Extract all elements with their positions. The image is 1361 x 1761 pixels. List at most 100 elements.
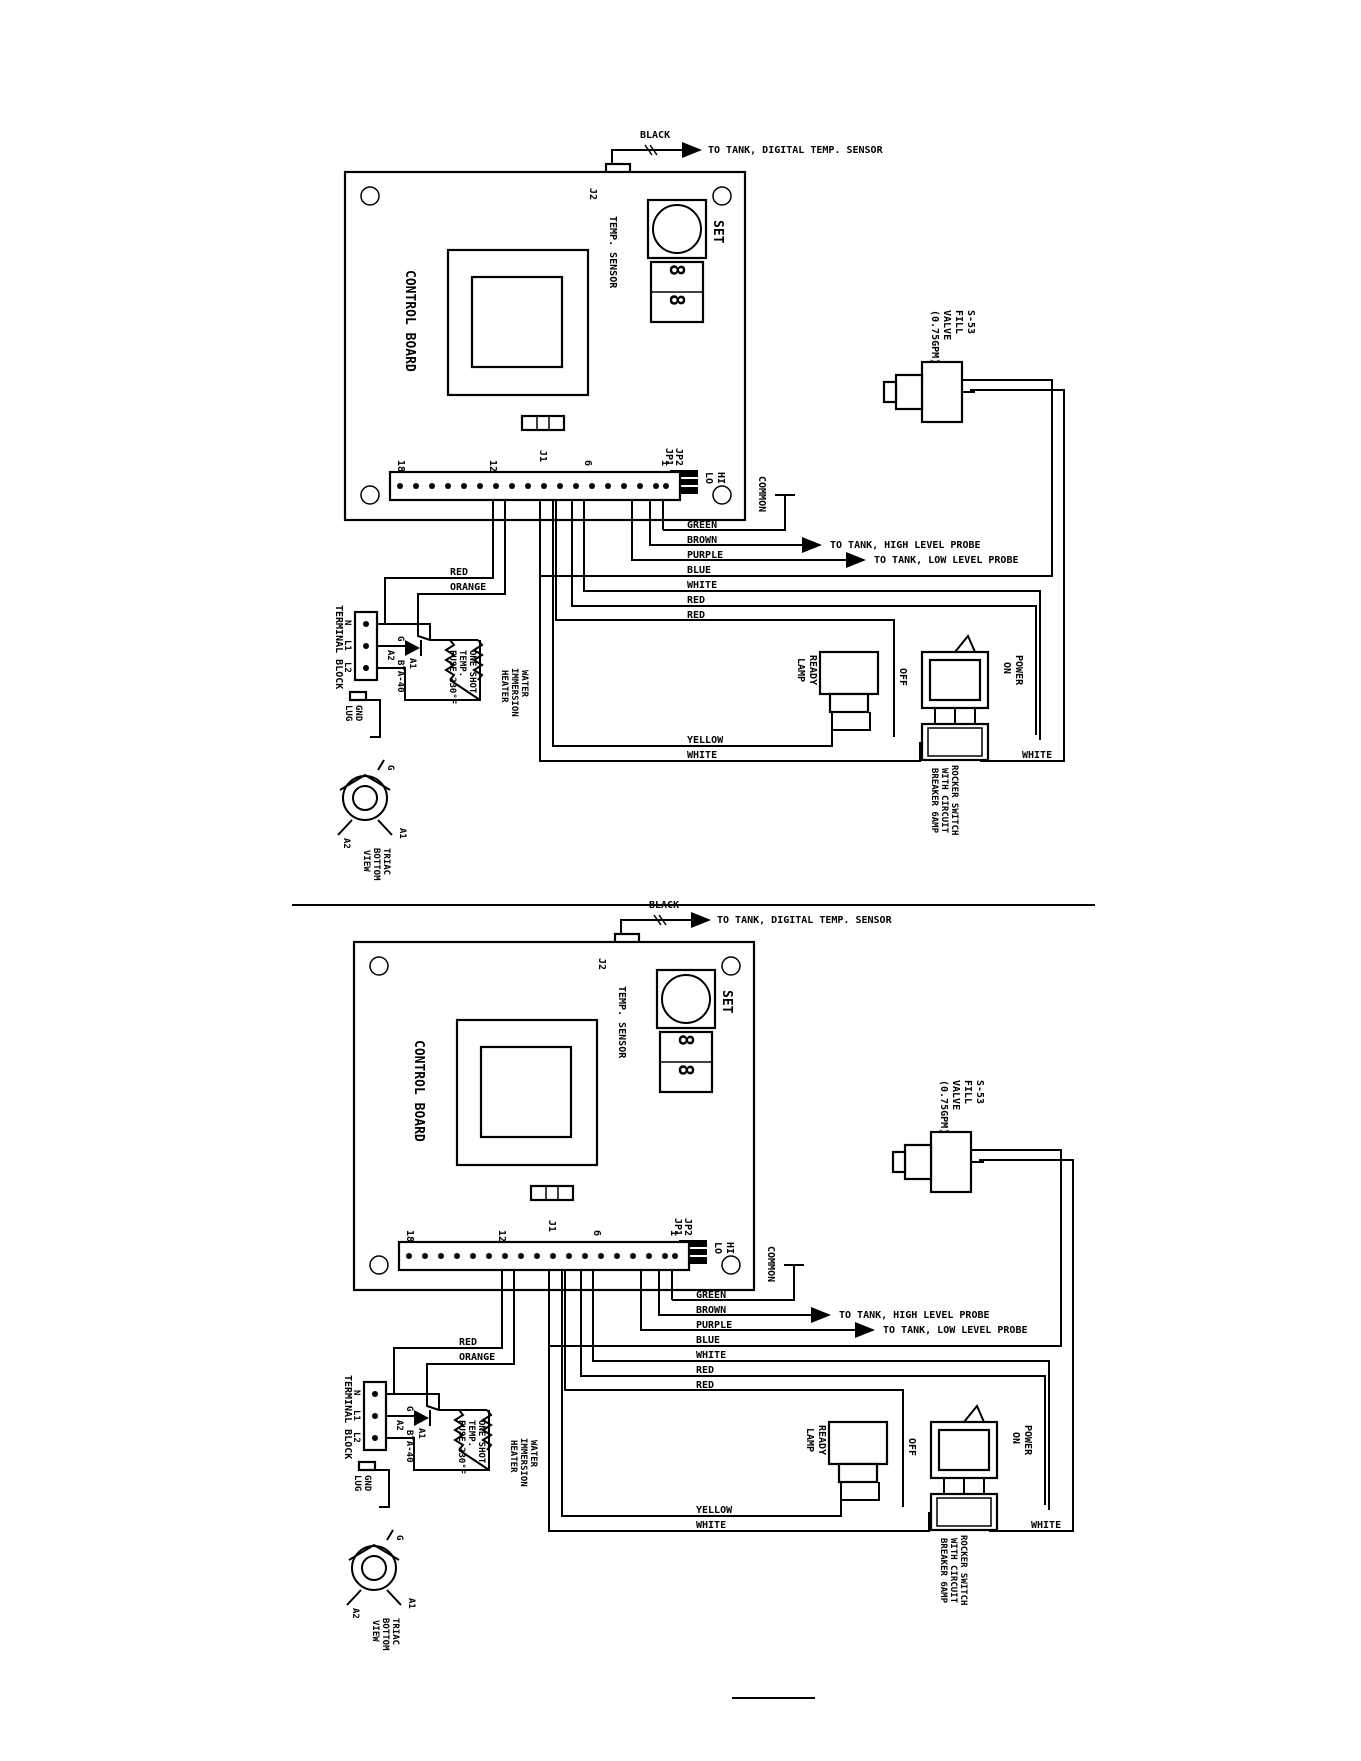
fuse-line1: ONE SHOT: [467, 650, 477, 694]
lo-label-2: LO: [712, 1242, 723, 1254]
digital-sensor-label: TO TANK, DIGITAL TEMP. SENSOR: [708, 145, 884, 156]
jp1-label-2: JP1: [672, 1218, 683, 1236]
fuse-line2-2: TEMP.: [466, 1420, 476, 1447]
heater-line2-2: IMMERSION: [518, 1438, 528, 1487]
pin-6-label-2: 6: [591, 1230, 602, 1236]
fill-valve-line2: FILL: [953, 310, 964, 334]
fuse-line1-2: ONE SHOT: [476, 1420, 486, 1464]
wire-orange-2: ORANGE: [459, 1352, 495, 1363]
triac-view-a1: A1: [397, 828, 407, 839]
j1-label-2: J1: [546, 1220, 557, 1232]
temp-sensor-label-2: TEMP. SENSOR: [616, 986, 627, 1059]
wire-green-2: GREEN: [696, 1290, 726, 1301]
fuse-line2: TEMP.: [457, 650, 467, 677]
terminal-l1-2: L1: [351, 1410, 361, 1421]
set-label-2: SET: [719, 990, 734, 1014]
triac-view-g-2: G: [394, 1535, 404, 1540]
fill-valve-line2-2: FILL: [962, 1080, 973, 1104]
triac-view-line2: BOTTOM: [371, 848, 381, 881]
wire-brown-2: BROWN: [696, 1305, 726, 1316]
wire-blue: BLUE: [687, 565, 711, 576]
set-label: SET: [710, 220, 725, 244]
j2-label-2: J2: [596, 958, 607, 970]
switch-on: ON: [1001, 662, 1012, 674]
triac-view-line1: TRIAC: [381, 848, 391, 875]
switch-off: OFF: [897, 668, 908, 686]
wire-yellow: YELLOW: [687, 735, 724, 746]
wire-brown: BROWN: [687, 535, 717, 546]
jp2-label-2: JP2: [682, 1218, 693, 1236]
bottom-diagram: BLACK TO TANK, DIGITAL TEMP. SENSOR J2 T…: [342, 900, 1073, 1651]
triac-a1-2: A1: [416, 1428, 426, 1439]
heater-line1: WATER: [519, 670, 529, 698]
switch-power: POWER: [1013, 655, 1024, 686]
switch-line3-2: BREAKER 6AMP: [938, 1538, 948, 1604]
j2-label: J2: [587, 188, 598, 200]
wire-red-1: RED: [687, 595, 705, 606]
switch-on-2: ON: [1010, 1432, 1021, 1444]
pin-6-label: 6: [582, 460, 593, 466]
terminal-n: N: [342, 620, 352, 625]
high-probe-label-2: TO TANK, HIGH LEVEL PROBE: [839, 1310, 990, 1321]
temp-sensor-label: TEMP. SENSOR: [607, 216, 618, 289]
heater-line2: IMMERSION: [509, 668, 519, 717]
j1-label: J1: [537, 450, 548, 462]
triac-view-line3-2: VIEW: [370, 1620, 380, 1642]
terminal-block-label: TERMINAL BLOCK: [333, 605, 344, 689]
terminal-block-label-2: TERMINAL BLOCK: [342, 1375, 353, 1459]
fuse-line3-2: FUSE 230°F: [456, 1420, 466, 1474]
fill-valve-line1: S-53: [965, 310, 976, 334]
switch-line1-2: ROCKER SWITCH: [958, 1535, 968, 1605]
triac-view-a1-2: A1: [406, 1598, 416, 1609]
triac-view-line1-2: TRIAC: [390, 1618, 400, 1645]
triac-a2-2: A2: [394, 1420, 404, 1431]
triac-view-line3: VIEW: [361, 850, 371, 872]
digital-sensor-label-2: TO TANK, DIGITAL TEMP. SENSOR: [717, 915, 893, 926]
black-cable-label: BLACK: [640, 130, 670, 141]
terminal-l1: L1: [342, 640, 352, 651]
fill-valve-line1-2: S-53: [974, 1080, 985, 1104]
triac-view-a2-2: A2: [350, 1608, 360, 1619]
triac-part: BTA-40: [395, 660, 405, 693]
wire-red-board: RED: [450, 567, 468, 578]
fill-valve-line3-2: VALVE: [950, 1080, 961, 1110]
gnd-label-2: GND: [362, 1475, 372, 1492]
gnd-label: GND: [353, 705, 363, 722]
triac-a1: A1: [407, 658, 417, 669]
wire-red-2: RED: [687, 610, 705, 621]
wire-red-2-2: RED: [696, 1380, 714, 1391]
wire-green: GREEN: [687, 520, 717, 531]
triac-part-2: BTA-40: [404, 1430, 414, 1463]
lamp-line2-2: LAMP: [804, 1428, 815, 1452]
terminal-l2-2: L2: [351, 1432, 361, 1443]
lamp-line1-2: READY: [816, 1425, 827, 1455]
wire-blue-2: BLUE: [696, 1335, 720, 1346]
common-label-2: COMMON: [765, 1246, 776, 1282]
black-cable-label-2: BLACK: [649, 900, 679, 911]
wire-white-switch: WHITE: [1022, 750, 1052, 761]
fill-valve-line4-2: (0.75GPM): [938, 1080, 949, 1134]
heater-line3-2: HEATER: [508, 1440, 518, 1473]
wire-white-2: WHITE: [696, 1350, 726, 1361]
terminal-n-2: N: [351, 1390, 361, 1395]
wire-red-board-2: RED: [459, 1337, 477, 1348]
wire-red-1-2: RED: [696, 1365, 714, 1376]
switch-line2-2: WITH CIRCUIT: [948, 1538, 958, 1604]
triac-g: G: [395, 636, 405, 641]
triac-view-a2: A2: [341, 838, 351, 849]
fill-valve-line3: VALVE: [941, 310, 952, 340]
wire-yellow-2: YELLOW: [696, 1505, 733, 1516]
switch-line1: ROCKER SWITCH: [949, 765, 959, 835]
pin-12-label: 12: [487, 460, 498, 472]
hi-label: HI: [715, 472, 726, 484]
fuse-line3: FUSE 230°F: [447, 650, 457, 704]
triac-a2: A2: [385, 650, 395, 661]
pin-1-label: 1: [659, 460, 670, 466]
lamp-line1: READY: [807, 655, 818, 685]
heater-line3: HEATER: [499, 670, 509, 703]
jp2-label: JP2: [673, 448, 684, 466]
lug-label: LUG: [343, 705, 353, 721]
hi-label-2: HI: [724, 1242, 735, 1254]
wire-white-bottom: WHITE: [687, 750, 717, 761]
top-diagram: BLACK TO TANK, DIGITAL TEMP. SENSOR J2 T…: [333, 130, 1064, 881]
